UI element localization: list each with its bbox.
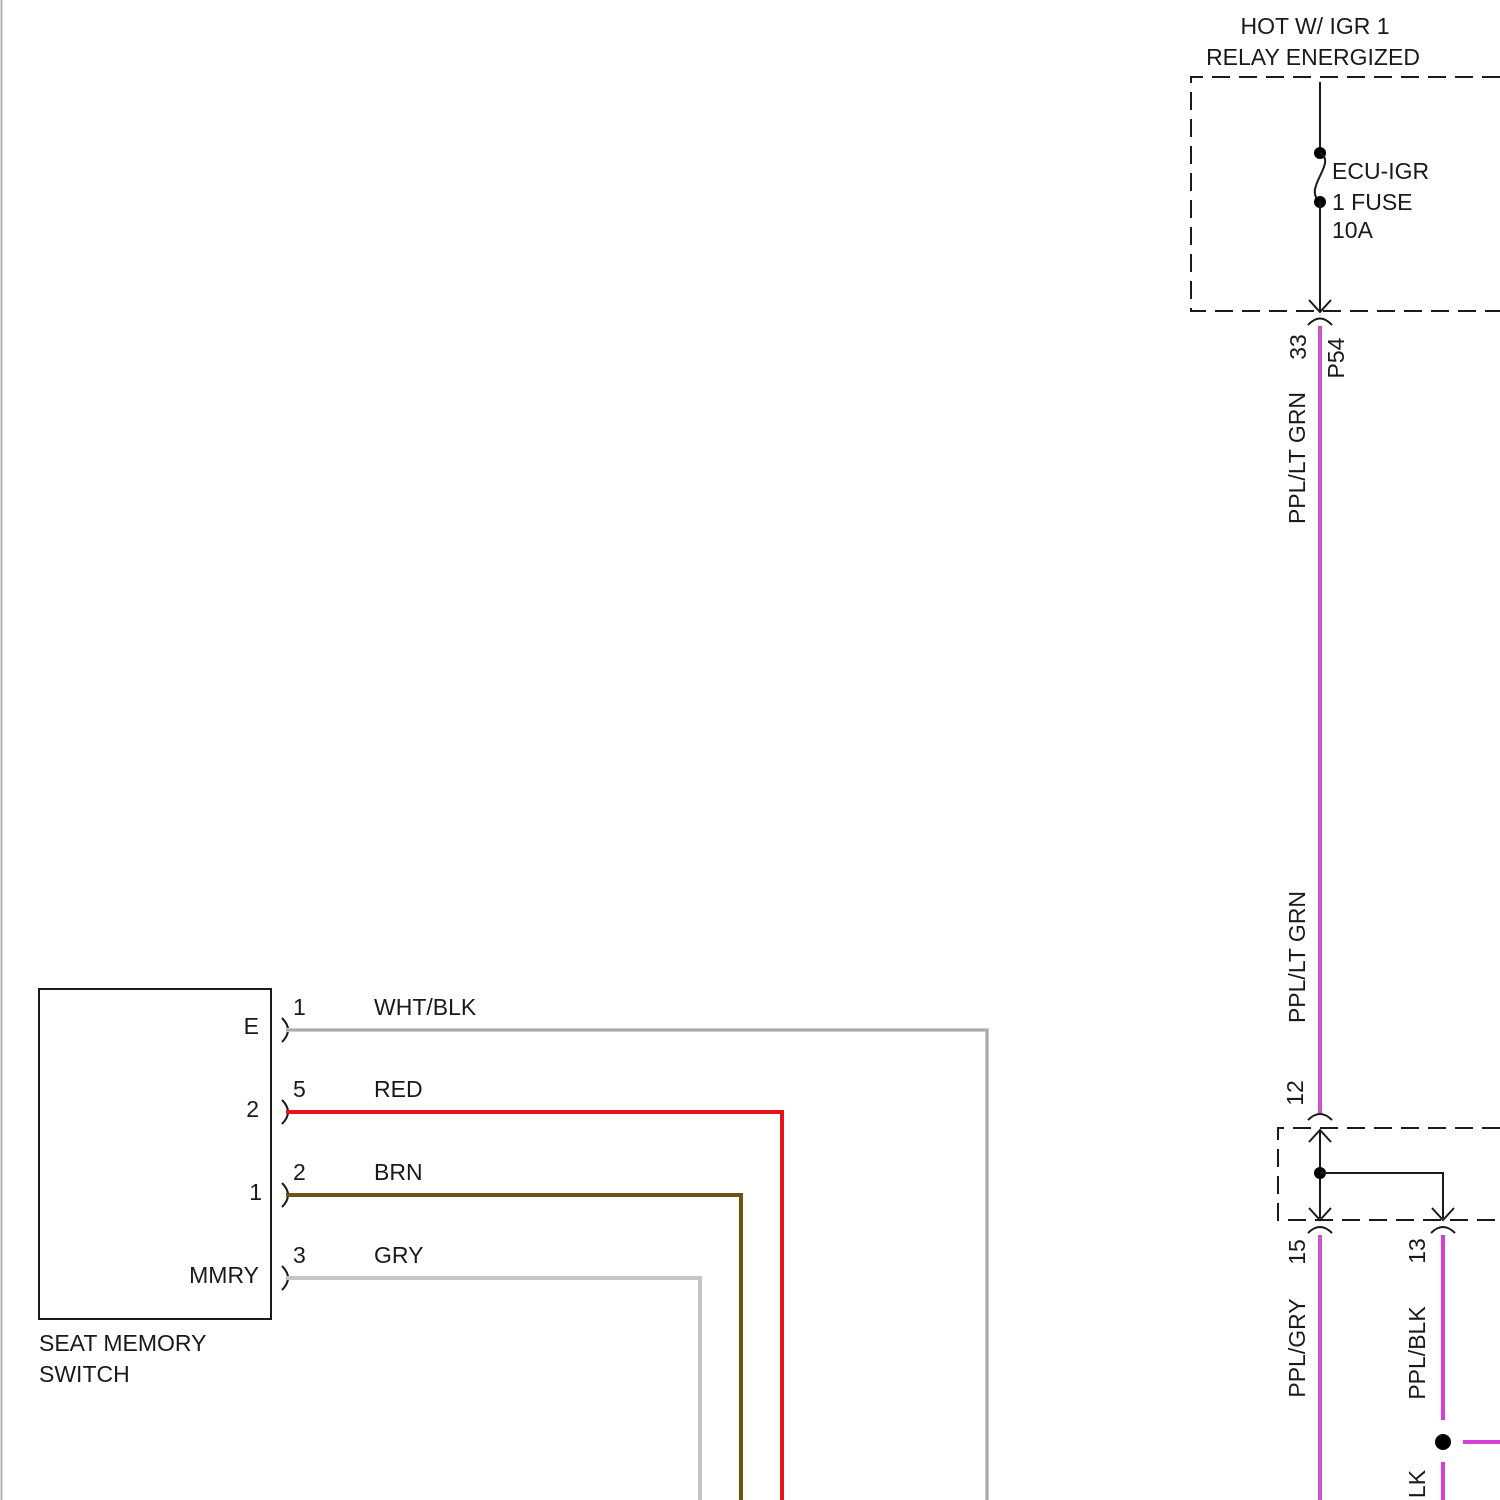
- wire-ppl-blk-label: PPL/BLK: [1404, 1306, 1430, 1400]
- switch-terminal-label: 2: [246, 1096, 259, 1122]
- fuse-symbol-icon: [1315, 153, 1325, 202]
- splice-dot: [1435, 1434, 1451, 1450]
- source-label-line1: HOT W/ IGR 1: [1240, 13, 1389, 39]
- switch-terminal-pin: 3: [293, 1242, 306, 1268]
- junction-pin-in: 12: [1282, 1080, 1308, 1106]
- junction-pin-out-left: 15: [1284, 1239, 1310, 1265]
- wire-label: BRN: [374, 1159, 423, 1185]
- switch-terminal-label: E: [244, 1013, 259, 1039]
- connector-top-pin: 33: [1285, 334, 1311, 360]
- wire-label: WHT/BLK: [374, 994, 477, 1020]
- wire-label: GRY: [374, 1242, 423, 1268]
- switch-terminal-pin: 2: [293, 1159, 306, 1185]
- source-label-line2: RELAY ENERGIZED: [1206, 44, 1420, 70]
- seat-memory-switch-name-line2: SWITCH: [39, 1361, 130, 1387]
- wire-ppl-blk-cut-label: LK: [1404, 1469, 1430, 1498]
- switch-terminal-label: 1: [249, 1179, 262, 1205]
- connector-cavity-icon: [1308, 319, 1332, 326]
- wire-ppl-gry-label: PPL/GRY: [1284, 1298, 1310, 1397]
- junction-pin-out-right: 13: [1404, 1238, 1430, 1264]
- wire-brn: [286, 1195, 741, 1500]
- main-wire-label-lower: PPL/LT GRN: [1284, 891, 1310, 1023]
- seat-memory-switch-name-line1: SEAT MEMORY: [39, 1330, 206, 1356]
- junction-cavity-in-icon: [1308, 1114, 1332, 1120]
- junction-cavity-right-icon: [1431, 1227, 1455, 1233]
- junction-branch: [1320, 1173, 1443, 1218]
- wire-label: RED: [374, 1076, 423, 1102]
- wire-red: [286, 1112, 782, 1500]
- switch-terminal-pin: 1: [293, 994, 306, 1020]
- fuse-line2: 1 FUSE: [1332, 189, 1413, 215]
- switch-terminal-pin: 5: [293, 1076, 306, 1102]
- connector-top-id: P54: [1323, 337, 1349, 378]
- wire-gry: [286, 1278, 700, 1500]
- switch-terminal-label: MMRY: [189, 1262, 259, 1288]
- fuse-name: ECU-IGR: [1332, 158, 1429, 184]
- junction-cavity-left-icon: [1308, 1227, 1332, 1233]
- main-wire-label-upper: PPL/LT GRN: [1284, 392, 1310, 524]
- fuse-rating: 10A: [1332, 217, 1374, 243]
